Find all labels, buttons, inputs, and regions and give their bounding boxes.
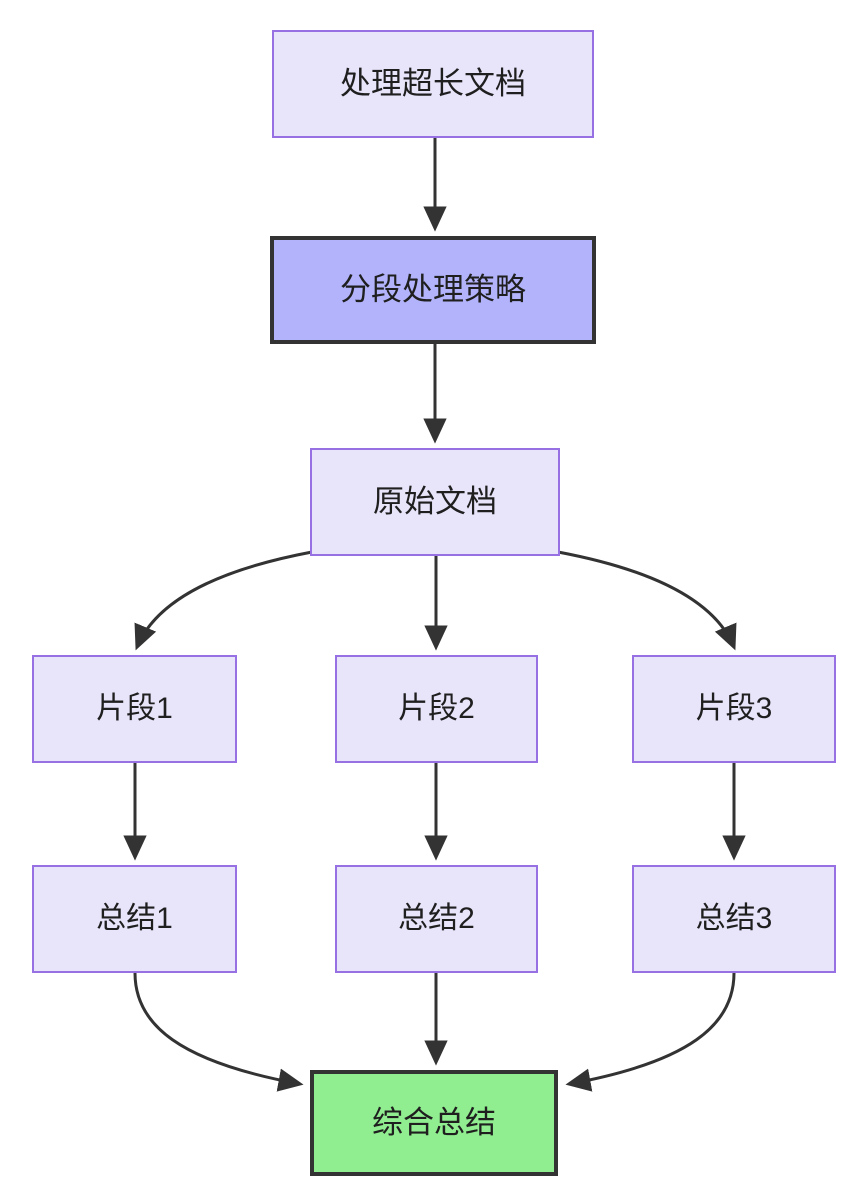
node-summary-1[interactable]: 总结1	[32, 865, 237, 973]
node-label: 片段3	[695, 692, 773, 725]
node-label: 分段处理策略	[340, 272, 526, 308]
node-summary-2[interactable]: 总结2	[335, 865, 538, 973]
edge-n7-n10	[133, 972, 304, 1092]
node-summary-3[interactable]: 总结3	[632, 865, 836, 973]
node-label: 处理超长文档	[340, 66, 526, 102]
node-label: 总结1	[96, 902, 173, 935]
node-label: 总结3	[695, 902, 773, 935]
node-fragment-3[interactable]: 片段3	[632, 655, 836, 763]
node-chunking-strategy[interactable]: 分段处理策略	[270, 236, 596, 344]
node-label: 综合总结	[372, 1105, 496, 1141]
node-process-long-document[interactable]: 处理超长文档	[272, 30, 594, 138]
node-fragment-1[interactable]: 片段1	[32, 655, 237, 763]
edge-n3-n6	[557, 550, 737, 651]
node-label: 片段1	[96, 692, 173, 725]
node-label: 片段2	[398, 692, 475, 725]
node-original-document[interactable]: 原始文档	[310, 448, 560, 556]
edge-n9-n10	[565, 972, 736, 1092]
node-fragment-2[interactable]: 片段2	[335, 655, 538, 763]
node-label: 总结2	[398, 902, 475, 935]
edge-n3-n4	[134, 550, 313, 651]
node-label: 原始文档	[373, 484, 497, 520]
node-final-summary[interactable]: 综合总结	[310, 1070, 558, 1176]
